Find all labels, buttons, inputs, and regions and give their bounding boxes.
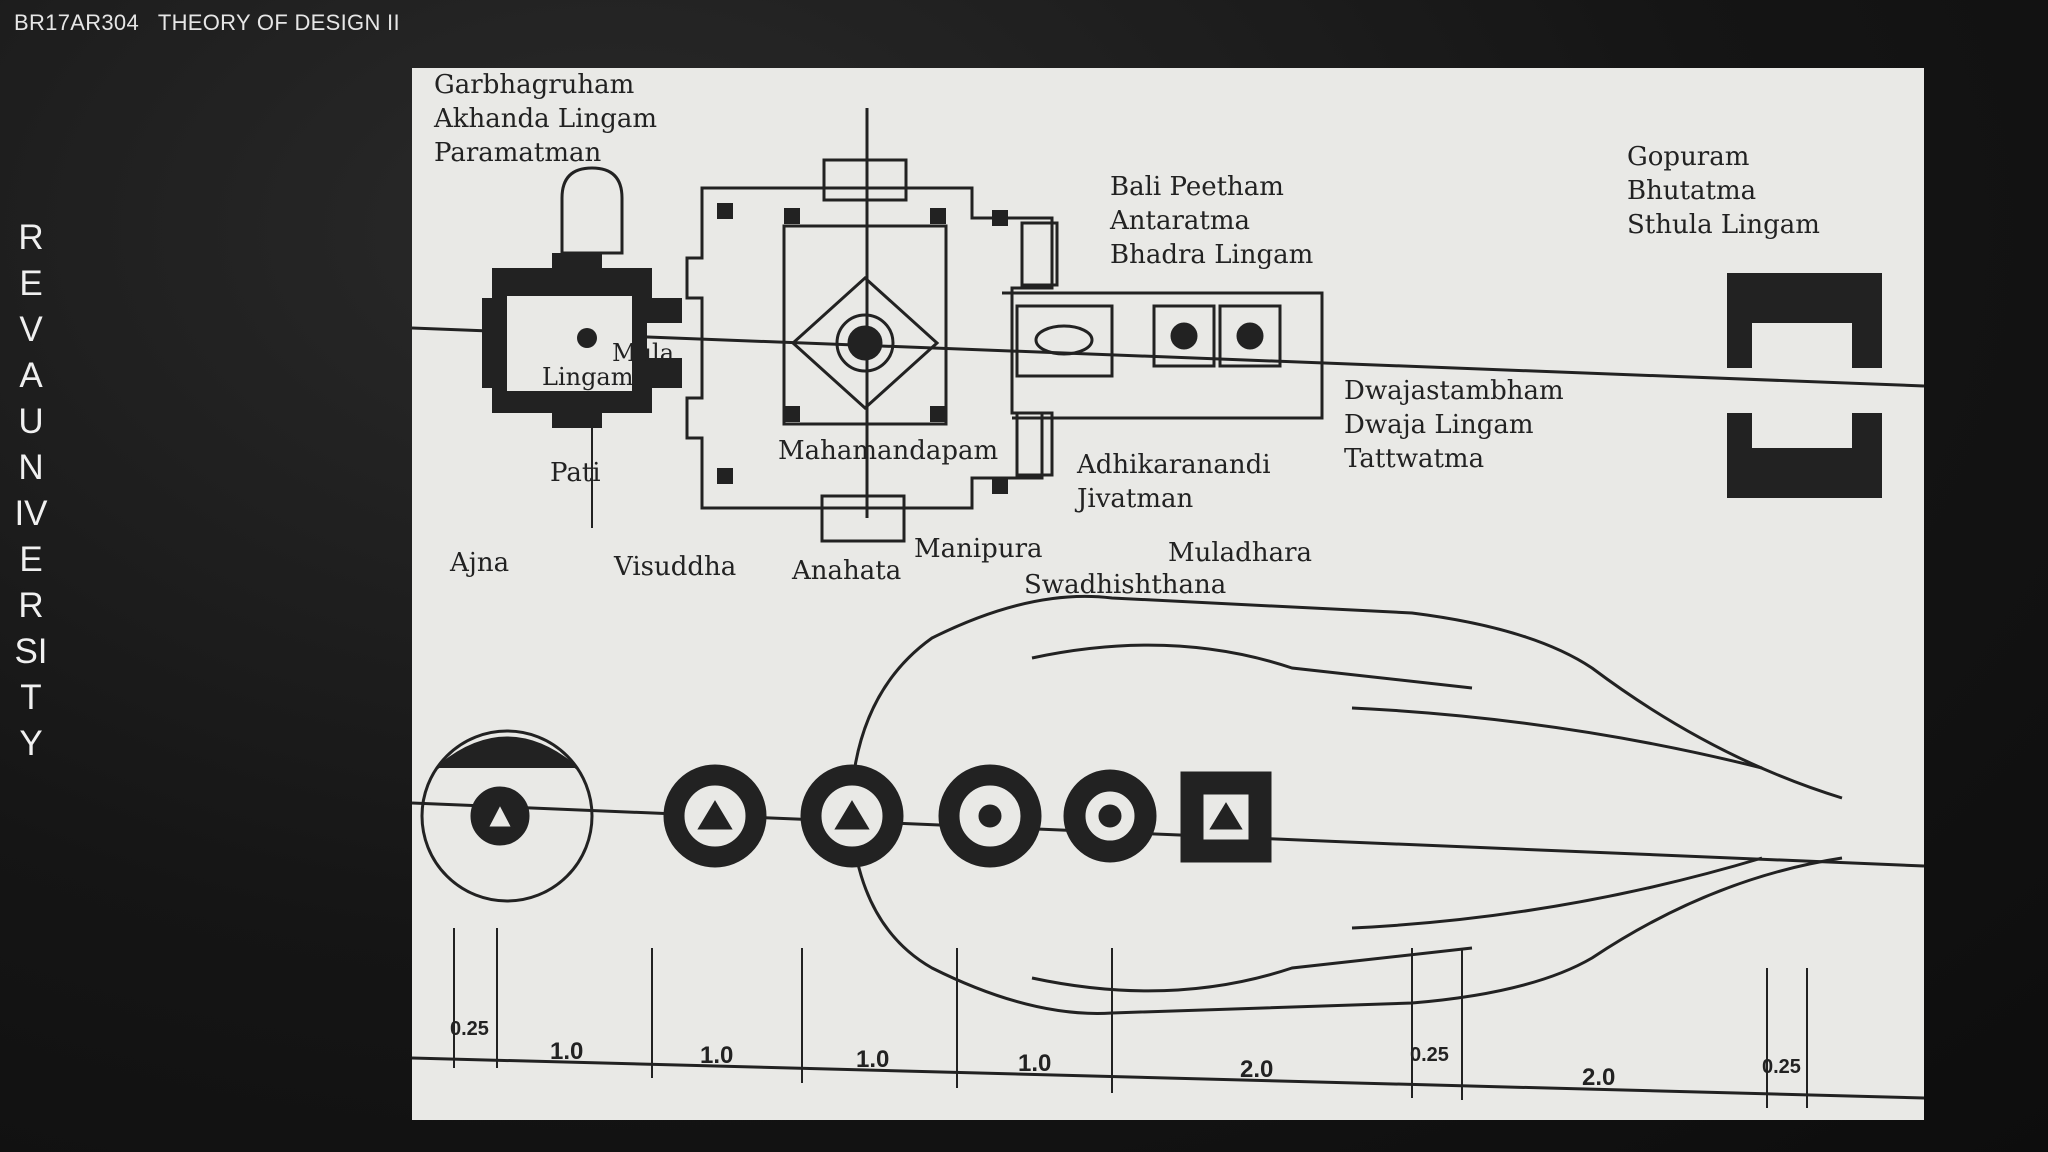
plan-axis-line <box>412 326 1924 388</box>
diagram-drawing <box>412 108 1924 1108</box>
label-bhutatma: Bhutatma <box>1627 176 1757 206</box>
garbhagruham-plan <box>482 166 682 528</box>
label-jivatman: Jivatman <box>1077 484 1194 514</box>
label-adhikaranandi: Adhikaranandi <box>1077 450 1271 480</box>
dimension-label: 1.0 <box>700 1042 734 1069</box>
label-bali-peetham: Bali Peetham <box>1110 172 1284 202</box>
label-antaratma: Antaratma <box>1110 206 1251 236</box>
label-muladhara: Muladhara <box>1168 538 1313 568</box>
chakra-manipura <box>938 764 1042 868</box>
dimension-ticks <box>453 928 1808 1108</box>
chakras <box>470 764 1272 868</box>
chakra-anahata <box>800 764 904 868</box>
label-bhadra-lingam: Bhadra Lingam <box>1110 240 1314 270</box>
label-anahata: Anahata <box>792 556 902 586</box>
label-ajna: Ajna <box>450 548 510 578</box>
label-paramatman: Paramatman <box>434 138 602 168</box>
body-axis-line <box>412 801 1924 868</box>
bali-peetham-plan <box>1002 291 1324 420</box>
label-swadhishthana: Swadhishthana <box>1024 570 1227 600</box>
gopuram-plan <box>1727 273 1882 498</box>
course-title: BR17AR304 THEORY OF DESIGN II <box>14 10 400 35</box>
dimension-label: 0.25 <box>450 1018 489 1040</box>
label-dwaja-lingam: Dwaja Lingam <box>1344 410 1534 440</box>
chakra-ajna <box>470 786 530 846</box>
university-vertical-label: REVAUNIVERSITY <box>14 218 48 763</box>
dimension-label: 1.0 <box>856 1046 890 1073</box>
label-lingam: Lingam <box>542 363 634 391</box>
dimension-label: 0.25 <box>1410 1044 1449 1066</box>
mahamandapam-plan <box>685 158 1059 543</box>
dimension-label: 0.25 <box>1762 1056 1801 1078</box>
label-akhanda-lingam: Akhanda Lingam <box>434 104 658 134</box>
chakra-muladhara <box>1180 771 1272 863</box>
dimension-label: 1.0 <box>1018 1050 1052 1077</box>
label-visuddha: Visuddha <box>614 552 737 582</box>
chakra-visuddha <box>663 764 767 868</box>
dimension-baseline <box>412 1056 1924 1100</box>
chakra-swadhishthana <box>1063 769 1157 863</box>
label-garbhagruham: Garbhagruham <box>434 70 635 100</box>
label-pati: Pati <box>550 458 601 488</box>
temple-body-diagram: Garbhagruham Akhanda Lingam Paramatman M… <box>412 68 1924 1120</box>
label-mahamandapam: Mahamandapam <box>778 436 999 466</box>
label-dwajastambham: Dwajastambham <box>1344 376 1564 406</box>
label-gopuram: Gopuram <box>1627 142 1750 172</box>
label-sthula-lingam: Sthula Lingam <box>1627 210 1820 240</box>
label-manipura: Manipura <box>914 534 1043 564</box>
dimension-label: 2.0 <box>1582 1064 1616 1091</box>
dimension-label: 2.0 <box>1240 1056 1274 1083</box>
label-mula: Mula <box>612 339 675 367</box>
dimension-label: 1.0 <box>550 1038 584 1065</box>
label-tattwatma: Tattwatma <box>1344 444 1485 474</box>
mandapa-pillars <box>717 203 1008 494</box>
